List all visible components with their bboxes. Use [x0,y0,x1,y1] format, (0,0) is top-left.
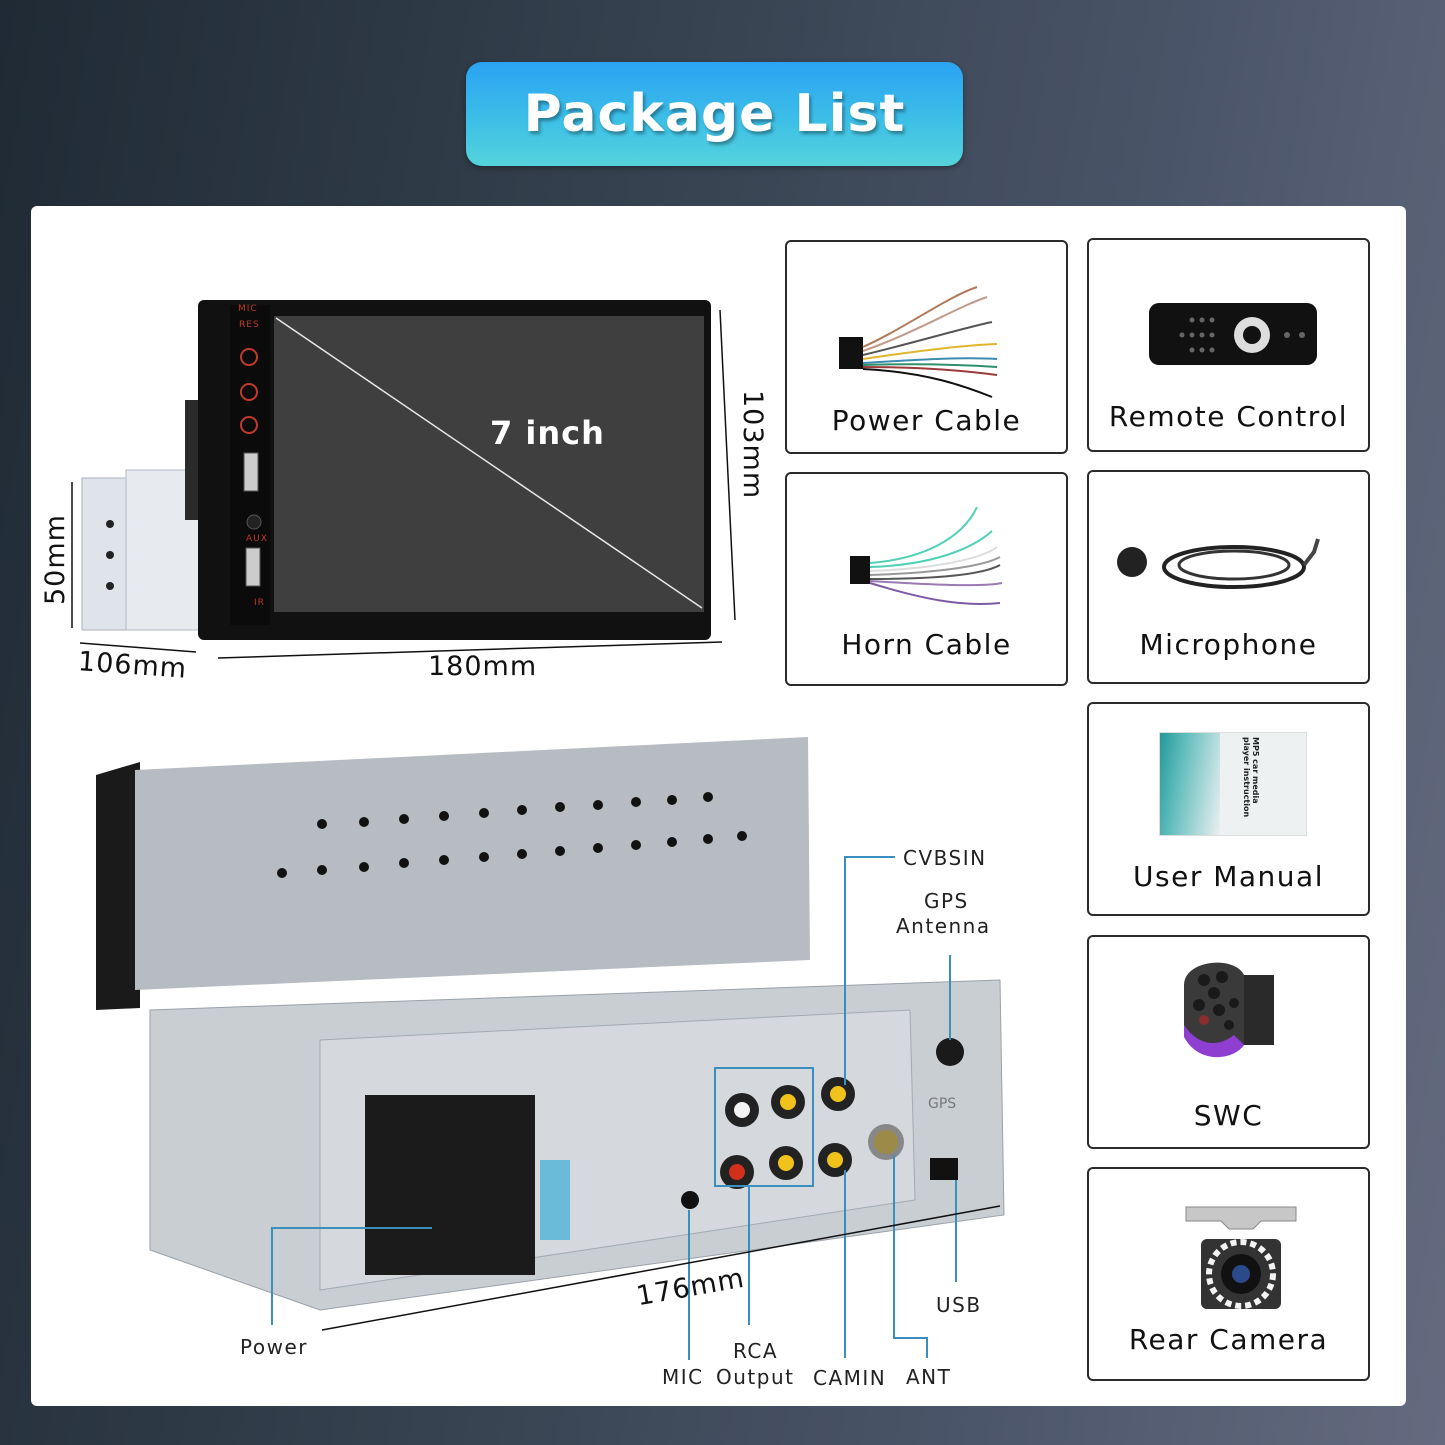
res-label: RES [239,320,260,330]
usb-port [930,1158,958,1180]
microphone-icon [1117,538,1320,589]
volume-down-icon [240,416,258,434]
item-card-remote-control: Remote Control [1087,238,1370,452]
head-unit-rear [96,737,1005,1311]
item-label: User Manual [1133,860,1324,893]
gps-port [936,1038,964,1066]
item-card-rear-camera: Rear Camera [1087,1167,1370,1381]
callout-mic: MIC [662,1365,704,1389]
user-manual-icon: MP5 car media player instruction [1159,732,1307,836]
item-label: SWC [1193,1099,1264,1132]
item-card-power-cable: Power Cable [785,240,1068,454]
dimension-height: 103mm [737,390,768,500]
mic-jack [681,1191,699,1209]
mounting-cage [81,400,207,631]
callout-lines [271,856,957,1360]
item-label: Horn Cable [841,628,1012,661]
item-label: Remote Control [1108,400,1349,433]
callout-rca-line2: Output [716,1365,795,1389]
ir-label: IR [254,598,265,608]
remote-control-icon [1149,303,1317,365]
fuse [540,1160,570,1240]
steering-wheel-control-icon [1184,962,1274,1058]
callout-cvbsin: CVBSIN [903,846,987,870]
callout-usb: USB [936,1293,982,1317]
dimension-depth-height: 50mm [40,514,71,605]
item-label: Power Cable [831,404,1022,437]
page-title: Package List [523,84,906,144]
title-badge: Package List [466,62,963,166]
item-card-microphone: Microphone [1087,470,1370,684]
callout-gps-line1: GPS [924,889,969,913]
item-label: Rear Camera [1128,1323,1329,1356]
aux-jack-icon [246,514,262,530]
item-card-horn-cable: Horn Cable [785,472,1068,686]
callout-camin: CAMIN [813,1366,887,1390]
dimension-width: 180mm [428,651,538,682]
callout-power: Power [240,1335,308,1359]
usb-port-icon [245,547,261,587]
volume-up-icon [240,383,258,401]
power-button-icon [240,348,258,366]
callout-gps-line2: Antenna [896,914,991,938]
horn-cable-icon [850,506,1003,606]
item-card-user-manual: MP5 car media player instruction User Ma… [1087,702,1370,916]
rear-camera-icon [1185,1206,1297,1309]
manual-cover-text: MP5 car media player instruction [1242,737,1260,818]
mic-label: MIC [238,304,258,314]
aux-label: AUX [246,534,268,544]
usb-port-icon [243,452,259,492]
iso-connector [365,1095,535,1275]
item-label: Microphone [1139,628,1318,661]
screen-size-label: 7 inch [490,414,605,452]
callout-ant: ANT [906,1365,952,1389]
head-unit-front [198,300,711,640]
vent-holes [277,792,747,878]
power-cable-icon [839,286,998,398]
gps-port-print: GPS [928,1096,956,1112]
callout-rca-line1: RCA [733,1339,779,1363]
item-card-swc: SWC [1087,935,1370,1149]
rca-jacks [720,1077,904,1189]
